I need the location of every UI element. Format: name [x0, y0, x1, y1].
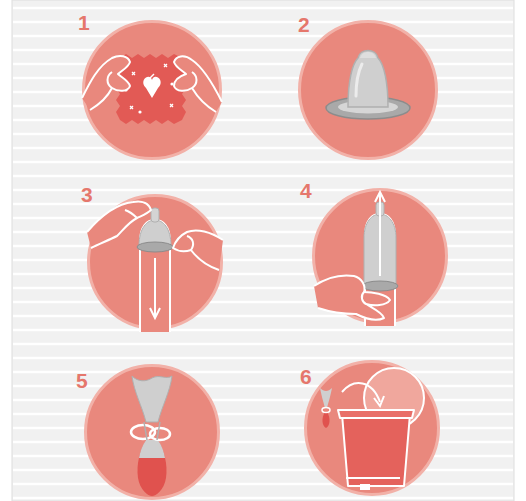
- stripe: [13, 315, 513, 318]
- step-circle-shape: [89, 196, 222, 329]
- step-circle-shape: [314, 190, 447, 323]
- stripe: [13, 7, 513, 10]
- step-circle: 6: [304, 360, 440, 496]
- stripe: [13, 49, 513, 52]
- step-circle-shape: [300, 22, 437, 159]
- stripe: [13, 497, 513, 500]
- step-circle-shape: [306, 362, 439, 495]
- step-number: 6: [300, 366, 312, 388]
- circle-outline: [82, 20, 222, 160]
- stripe: [13, 175, 513, 178]
- stripe: [13, 329, 513, 332]
- stripes: [13, 8, 513, 498]
- circle-outline: [84, 364, 220, 500]
- step-circle: 2: [298, 20, 438, 160]
- stripe: [13, 35, 513, 38]
- step-number: 1: [78, 12, 90, 34]
- stripe: [13, 217, 513, 220]
- step-circle: 4: [312, 188, 448, 324]
- stripe: [13, 371, 513, 374]
- stripe: [13, 301, 513, 304]
- step-circle: 5: [84, 364, 220, 500]
- stripe: [13, 483, 513, 486]
- stripe: [13, 399, 513, 402]
- step-circle: 3: [87, 194, 223, 330]
- step-circle-shape: [86, 366, 219, 499]
- step-number: 5: [76, 370, 88, 392]
- stripe: [13, 161, 513, 164]
- circle-outline: [312, 188, 448, 324]
- step-number: 2: [298, 14, 310, 36]
- step-circle: 1: [82, 20, 222, 160]
- stripe: [13, 119, 513, 122]
- stripe: [13, 357, 513, 360]
- step-number: 3: [81, 184, 93, 206]
- stripe: [13, 469, 513, 472]
- step-number: 4: [300, 180, 312, 202]
- stripe: [13, 147, 513, 150]
- circle-outline: [298, 20, 438, 160]
- panel: [12, 0, 514, 501]
- circle-outline: [87, 194, 223, 330]
- stripe: [13, 343, 513, 346]
- stripe: [13, 455, 513, 458]
- step-circle-shape: [84, 22, 221, 159]
- stripe: [13, 133, 513, 136]
- stripe: [13, 385, 513, 388]
- circle-outline: [304, 360, 440, 496]
